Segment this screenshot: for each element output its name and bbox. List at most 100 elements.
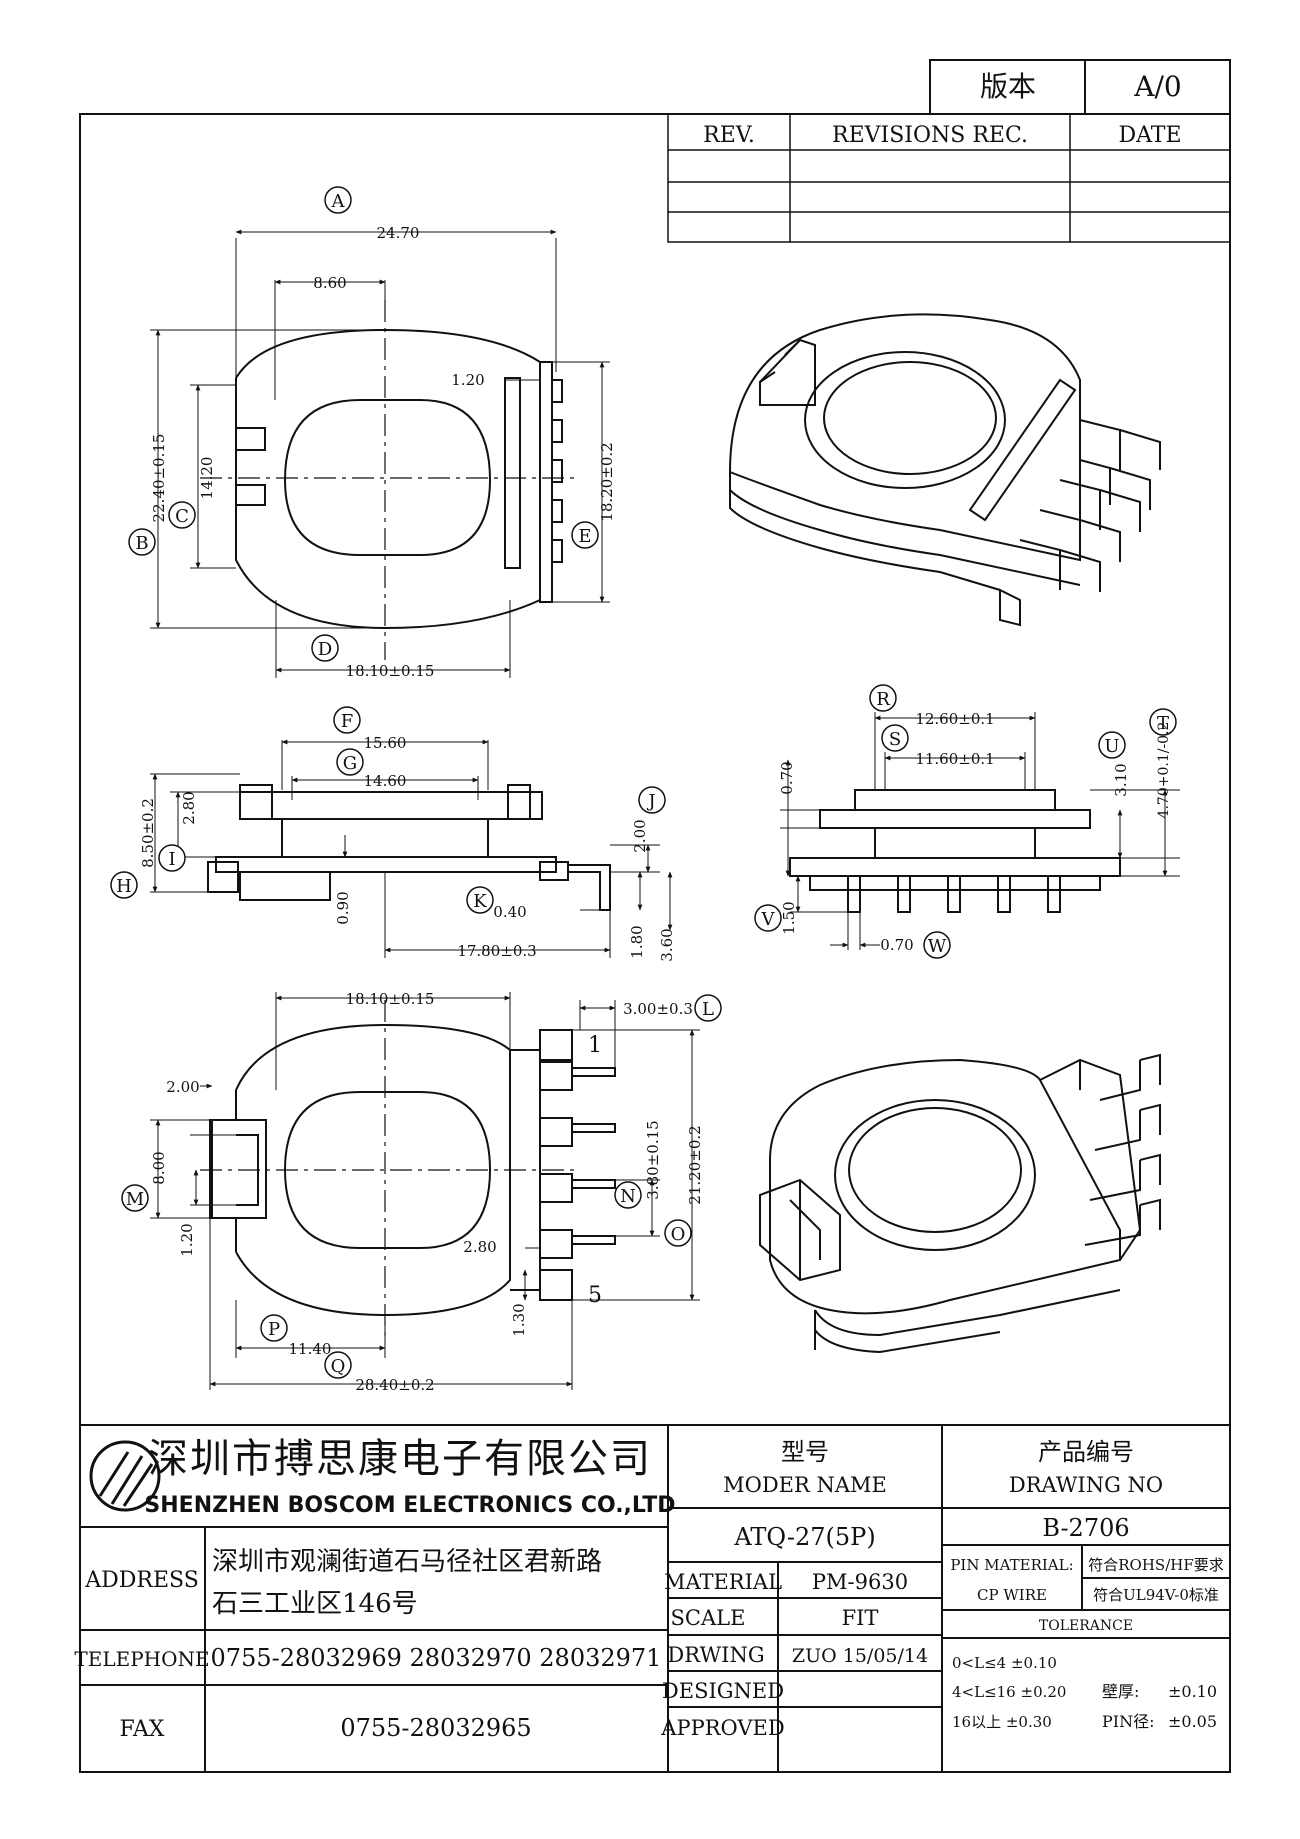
iso-view-bottom [759, 1053, 1161, 1354]
bottom-view [209, 1023, 616, 1317]
fax-value: 0755-28032965 [340, 1714, 531, 1742]
pin-number-first: 1 [588, 1033, 602, 1058]
pin-material-note: 符合ROHS/HF要求 [1088, 1556, 1224, 1574]
fax-label: FAX [120, 1717, 165, 1742]
dim-front-i: 2.80 [180, 791, 198, 824]
version-label: 版本 [980, 70, 1036, 103]
dim-top-width: 24.70 [377, 224, 420, 242]
dim-bottom-m: 8.00 [150, 1151, 168, 1184]
material-label: MATERIAL [664, 1570, 782, 1594]
designed-label: DESIGNED [662, 1679, 784, 1703]
dim-bottom-n: 3.80±0.15 [644, 1120, 662, 1199]
approved-label: APPROVED [660, 1716, 784, 1740]
company-name-cn: 深圳市搏思康电子有限公司 [148, 1436, 652, 1482]
callout-n: N [620, 1186, 636, 1207]
address-line2: 石三工业区146号 [212, 1589, 418, 1619]
dim-front-k: 0.40 [493, 903, 526, 921]
callout-l: L [702, 999, 714, 1020]
dim-side-r: 12.60±0.1 [915, 710, 994, 728]
side-view-callouts [754, 684, 1177, 959]
dim-top-c: 14.20 [198, 457, 216, 500]
tolerance-2: 4<L≤16 ±0.20 [952, 1683, 1066, 1701]
dim-bottom-p: 11.40 [289, 1340, 332, 1358]
telephone-label: TELEPHONE [74, 1647, 209, 1671]
callout-q: Q [331, 1356, 346, 1377]
dim-bottom-l: 3.00±0.3 [623, 1000, 693, 1018]
drawing-no-label-en: DRAWING NO [1009, 1473, 1163, 1497]
dim-top-e: 18.20±0.2 [598, 442, 616, 521]
tolerance-label: TOLERANCE [1039, 1618, 1133, 1634]
address-line1: 深圳市观澜街道石马径社区君新路 [212, 1547, 602, 1577]
dim-bottom-280: 2.80 [463, 1238, 496, 1256]
side-view-dims [780, 712, 1180, 950]
pin-diameter-value: ±0.05 [1168, 1712, 1217, 1731]
dim-side-t: 4.70+0.1/-0.2 [1156, 722, 1172, 819]
model-label-cn: 型号 [781, 1438, 829, 1466]
dim-top-slot: 1.20 [451, 371, 484, 389]
version-value: A/0 [1133, 70, 1181, 103]
dim-front-360: 3.60 [658, 928, 676, 961]
material-value: PM-9630 [812, 1570, 908, 1594]
cp-wire-label: CP WIRE [977, 1586, 1047, 1604]
company-name-en: SHENZHEN BOSCOM ELECTRONICS CO.,LTD [144, 1493, 675, 1518]
pin-diameter-label: PIN径: [1102, 1712, 1154, 1731]
callout-o: O [671, 1224, 686, 1245]
front-view [207, 784, 611, 911]
drawing-no-value: B-2706 [1042, 1514, 1129, 1542]
bottom-view-dims [150, 992, 700, 1390]
wall-thickness-label: 壁厚: [1102, 1682, 1139, 1701]
bottom-view-callouts [121, 994, 722, 1379]
tolerance-1: 0<L≤4 ±0.10 [952, 1654, 1057, 1672]
revisions-rec-header: REVISIONS REC. [832, 123, 1028, 148]
callout-p: P [268, 1319, 280, 1340]
callout-t: T [1157, 713, 1169, 734]
callout-c: C [175, 506, 189, 527]
callout-b: B [135, 533, 148, 554]
company-logo [89, 1440, 161, 1512]
callout-m: M [126, 1189, 144, 1210]
callout-r: R [876, 689, 890, 710]
callout-e: E [578, 526, 591, 547]
dim-bottom-o: 21.20±0.2 [686, 1125, 704, 1204]
callout-a: A [331, 191, 346, 212]
model-value: ATQ-27(5P) [733, 1523, 875, 1551]
callout-u: U [1104, 736, 1119, 757]
date-header: DATE [1118, 123, 1181, 148]
callout-d: D [318, 639, 332, 660]
bottom-view-centerlines [200, 1000, 580, 1340]
top-view-callouts [128, 186, 599, 662]
pin-number-last: 5 [588, 1283, 602, 1308]
dim-top-b: 22.40±0.15 [150, 434, 168, 523]
drawing-value: ZUO 15/05/14 [792, 1645, 928, 1667]
pin-material-label: PIN MATERIAL: [950, 1556, 1073, 1574]
callout-f: F [341, 711, 354, 732]
callout-w: W [928, 936, 947, 957]
wall-thickness-value: ±0.10 [1168, 1682, 1217, 1701]
tolerance-3: 16以上 ±0.30 [952, 1713, 1052, 1731]
callout-i: I [168, 849, 175, 870]
revisions-table [667, 113, 1231, 243]
top-view [235, 328, 563, 630]
iso-view-top [728, 313, 1161, 627]
version-box [929, 59, 1231, 115]
drawing-no-label-cn: 产品编号 [1038, 1438, 1134, 1466]
scale-label: SCALE [671, 1606, 746, 1630]
callout-h: H [116, 876, 132, 897]
callout-j: J [646, 791, 655, 812]
dim-front-f: 15.60 [364, 734, 407, 752]
callout-v: V [761, 909, 776, 930]
dim-side-070: 0.70 [778, 761, 796, 794]
address-label: ADDRESS [84, 1568, 199, 1593]
dim-front-g: 14.60 [364, 772, 407, 790]
front-view-callouts [110, 706, 666, 914]
front-view-dims [150, 739, 673, 958]
dim-top-d: 18.10±0.15 [346, 662, 435, 680]
dim-side-u: 3.10 [1112, 763, 1130, 796]
dim-front-090: 0.90 [334, 891, 352, 924]
dim-side-w: 0.70 [880, 936, 913, 954]
dim-front-h: 8.50±0.2 [139, 798, 157, 868]
telephone-value: 0755-28032969 28032970 28032971 [211, 1644, 662, 1672]
dim-bottom-q: 28.40±0.2 [355, 1376, 434, 1394]
dim-front-len: 17.80±0.3 [457, 942, 536, 960]
